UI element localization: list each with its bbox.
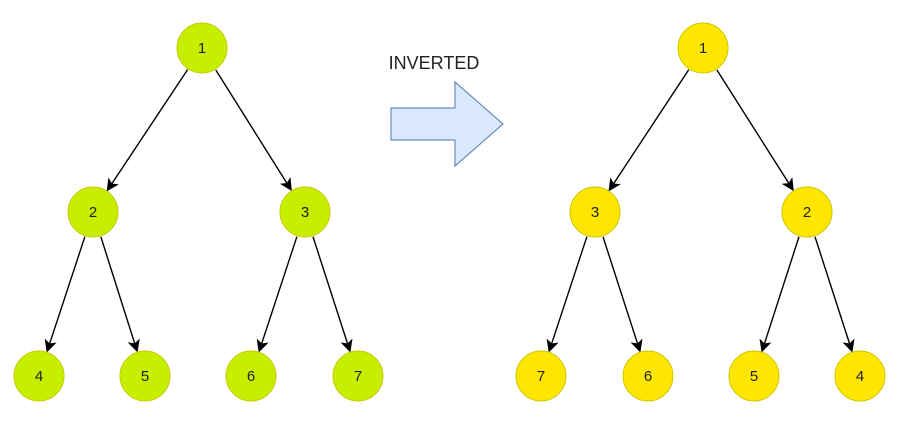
original-edge-o2-o5 [100,236,140,353]
original-edge-o1-o2 [106,69,189,192]
original-node-circle [13,350,65,402]
inverted-edge-i2-i4 [814,236,855,353]
inverted-node-circle [781,186,833,238]
inverted-node-4: 4 [834,350,886,402]
inverted-node-label: 7 [537,368,545,385]
original-node-5: 5 [119,350,171,402]
original-node-label: 1 [198,40,206,57]
inverted-node-6: 6 [622,350,674,402]
inverted-edge-i2-i5 [759,236,800,353]
inverted-node-circle [677,22,729,74]
inverted-node-label: 2 [803,204,811,221]
original-node-label: 6 [247,368,255,385]
inverted-edge-i3-i6 [602,236,643,353]
original-node-label: 2 [89,204,97,221]
original-node-circle [225,350,277,402]
original-edge-o3-o6 [256,236,298,353]
inverted-node-label: 4 [856,368,864,385]
inverted-node-label: 5 [750,368,758,385]
original-edge-o2-o4 [44,236,86,353]
inverted-node-circle [515,350,567,402]
inverted-node-circle [834,350,886,402]
original-edge-o3-o7 [312,236,353,353]
inverted-edge-i3-i7 [546,236,588,353]
inverted-label: INVERTED [389,53,480,73]
original-node-label: 7 [354,368,362,385]
inverted-node-5: 5 [728,350,780,402]
inverted-node-7: 7 [515,350,567,402]
inverted-edge-i1-i3 [608,69,690,192]
original-tree-edges [44,69,353,353]
original-tree: 1 2 3 4 5 6 7 [13,22,384,402]
original-node-label: 4 [35,368,43,385]
original-node-circle [279,186,331,238]
original-node-label: 5 [141,368,149,385]
inverted-edge-i1-i2 [716,69,794,192]
original-edge-o1-o3 [215,69,292,192]
inverted-node-circle [622,350,674,402]
inverted-node-label: 3 [591,204,599,221]
original-node-circle [176,22,228,74]
original-node-7: 7 [332,350,384,402]
original-node-4: 4 [13,350,65,402]
inverted-node-1: 1 [677,22,729,74]
inverted-node-circle [569,186,621,238]
inverted-node-label: 6 [644,368,652,385]
right-arrow-icon [390,80,504,168]
original-node-circle [332,350,384,402]
original-node-3: 3 [279,186,331,238]
inverted-node-circle [728,350,780,402]
inverted-tree-edges [546,69,855,353]
original-node-circle [119,350,171,402]
original-node-1: 1 [176,22,228,74]
original-node-circle [67,186,119,238]
inverted-node-label: 1 [699,40,707,57]
original-node-2: 2 [67,186,119,238]
inverted-node-2: 2 [781,186,833,238]
original-node-label: 3 [301,204,309,221]
inverted-node-3: 3 [569,186,621,238]
inverted-tree: 1 3 2 7 6 5 4 [515,22,886,402]
original-node-6: 6 [225,350,277,402]
